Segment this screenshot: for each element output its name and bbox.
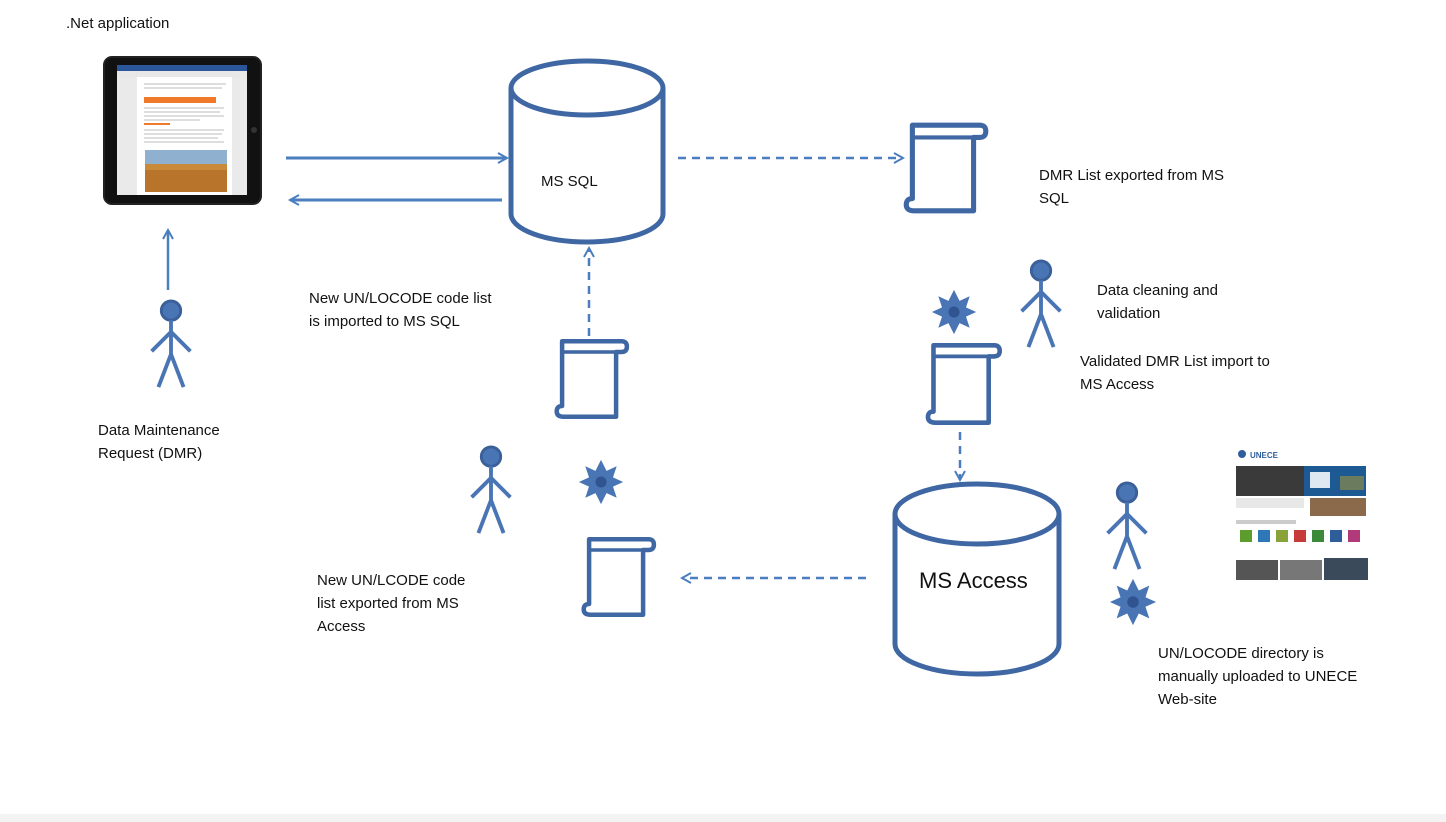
unlocode-imported-label: New UN/LOCODE code list is imported to M… bbox=[309, 290, 492, 330]
person-icon bbox=[149, 298, 193, 390]
gear-icon bbox=[1109, 578, 1157, 626]
arrows bbox=[168, 158, 960, 578]
document-icon bbox=[557, 341, 627, 417]
website-brand: UNECE bbox=[1250, 451, 1279, 460]
ms-sql-label: MS SQL bbox=[541, 173, 598, 190]
document-icon bbox=[906, 125, 986, 211]
validated-import-label: Validated DMR List import to MS Access bbox=[1080, 353, 1270, 393]
gear-icon bbox=[578, 459, 624, 505]
ms-sql-database-icon bbox=[508, 58, 666, 245]
dmr-request-label: Data Maintenance Request (DMR) bbox=[98, 422, 220, 462]
gear-icon bbox=[931, 289, 977, 335]
unlcode-exported-label: New UN/LCODE code list exported from MS … bbox=[317, 572, 466, 635]
tablet-icon bbox=[103, 56, 262, 205]
bottom-strip bbox=[0, 814, 1446, 822]
document-icon bbox=[584, 539, 654, 615]
website-screenshot-icon: UNECE bbox=[1234, 446, 1368, 580]
document-icon bbox=[928, 345, 1000, 422]
person-icon bbox=[469, 444, 513, 536]
dmr-exported-label: DMR List exported from MS SQL bbox=[1039, 167, 1225, 207]
data-cleaning-label: Data cleaning and validation bbox=[1097, 282, 1218, 322]
page-title: .Net application bbox=[66, 15, 170, 32]
ms-access-database-icon bbox=[892, 481, 1062, 677]
directory-uploaded-label: UN/LOCODE directory is manually uploaded… bbox=[1158, 645, 1358, 708]
person-icon bbox=[1019, 258, 1063, 350]
person-icon bbox=[1105, 480, 1149, 572]
ms-access-label: MS Access bbox=[919, 568, 1028, 593]
